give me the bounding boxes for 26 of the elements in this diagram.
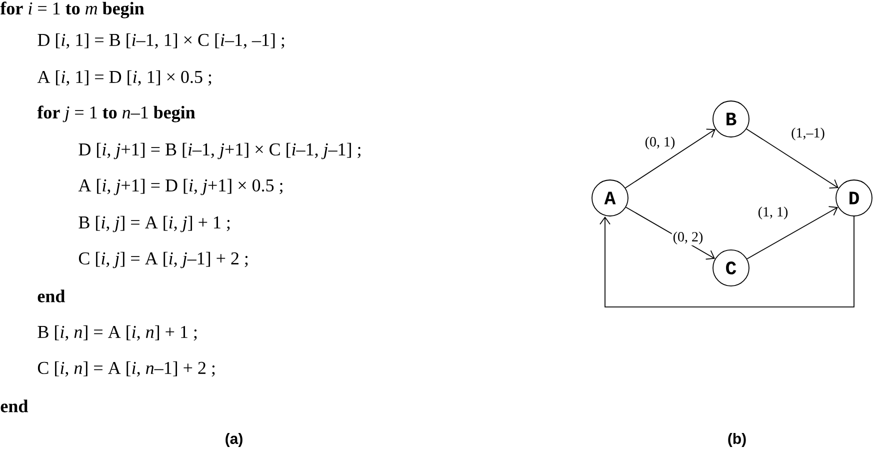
graph-node: A [592, 180, 628, 216]
edge-label: (0, 2) [672, 230, 704, 246]
code-line: end [0, 400, 28, 412]
edge-label: (1,–1) [790, 126, 826, 142]
code-line: A [i, j+1] = D [i, j+1] × 0.5 ; [78, 178, 282, 196]
code-line: end [38, 290, 66, 302]
code-line: D [i, j+1] = B [i–1, j+1] × C [i–1, j–1] ; [78, 142, 360, 160]
panel-label: (b) [728, 433, 746, 447]
code-line: C [i, j] = A [i, j–1] + 2 ; [78, 252, 248, 268]
graph-node: D [836, 180, 872, 216]
code-line: for j = 1 to n–1 begin [37, 106, 196, 122]
code-line: C [i, n] = A [i, n–1] + 2 ; [38, 361, 215, 377]
code-line: A [i, 1] = D [i, 1] × 0.5 ; [37, 70, 212, 86]
arrow [625, 128, 716, 188]
arrow [746, 128, 838, 188]
arrow [746, 206, 838, 260]
edge-label: (0, 1) [644, 136, 676, 150]
panel-label: (a) [226, 433, 242, 447]
code-line: for i = 1 to m begin [0, 2, 144, 18]
code-line: B [i, n] = A [i, n] + 1 ; [38, 325, 197, 341]
graph-node: C [712, 250, 750, 286]
code-line: D [i, 1] = B [i–1, 1] × C [i–1, –1] ; [38, 33, 284, 49]
graph-node: B [712, 100, 750, 138]
edge-label: (1, 1) [756, 206, 790, 220]
code-line: B [i, j] = A [i, j] + 1 ; [78, 216, 230, 232]
arrow [600, 216, 854, 308]
